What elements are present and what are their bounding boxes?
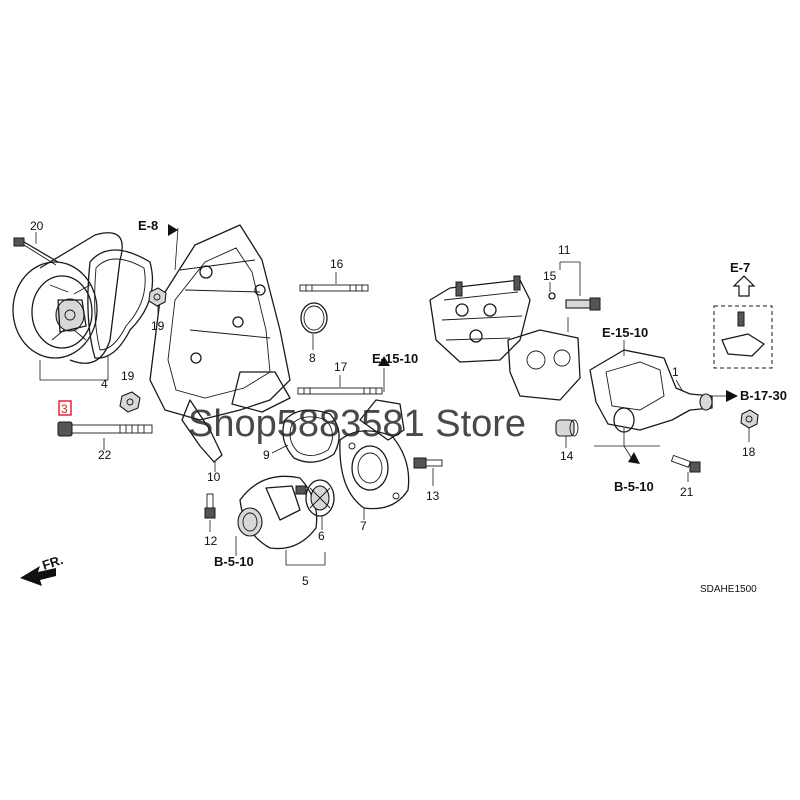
ref-b1730: B-17-30 [740, 388, 787, 403]
e7-detail-box [713, 305, 773, 369]
part-label-12: 12 [204, 534, 218, 548]
part-label-6: 6 [318, 529, 325, 543]
bolt-21 [670, 454, 701, 473]
highlight-box-3 [58, 400, 72, 416]
part-label-21: 21 [680, 485, 694, 499]
stud-16 [299, 284, 369, 292]
part-label-18: 18 [742, 445, 756, 459]
ref-e8: E-8 [138, 218, 158, 233]
part-label-13: 13 [426, 489, 440, 503]
sensor-11 [565, 297, 601, 311]
head-cover [429, 275, 531, 363]
bolt-22 [57, 421, 153, 437]
part-label-22: 22 [98, 448, 112, 462]
part-label-10: 10 [207, 470, 221, 484]
ref-b510-left: B-5-10 [214, 554, 254, 569]
nut-19-upper [148, 287, 167, 307]
part-label-4: 4 [101, 377, 108, 391]
diagram-code: SDAHE1500 [700, 584, 757, 595]
part-label-5: 5 [302, 574, 309, 588]
e1510-left-arrow-icon [378, 356, 390, 366]
ref-e1510-right: E-15-10 [602, 325, 648, 340]
part-label-16: 16 [330, 257, 344, 271]
part-label-19-left: 19 [121, 369, 135, 383]
part-label-19-upper: 19 [151, 319, 165, 333]
part-label-17: 17 [334, 360, 348, 374]
part-label-14: 14 [560, 449, 574, 463]
gasket-9 [282, 409, 340, 463]
collar-14 [555, 419, 579, 437]
bolt-13 [413, 457, 443, 469]
part-label-20: 20 [30, 219, 44, 233]
part-label-8: 8 [309, 351, 316, 365]
b1730-arrow-icon [726, 390, 738, 402]
bracket-10 [181, 399, 223, 463]
ref-e1510-left: E-15-10 [372, 351, 418, 366]
part-label-3: 3 [61, 402, 68, 416]
thermostat-cover [237, 475, 318, 550]
bolt-12 [204, 493, 216, 519]
stud-17 [297, 387, 383, 395]
ref-e7: E-7 [730, 260, 750, 275]
part-label-9: 9 [263, 448, 270, 462]
bolt-20 [13, 237, 59, 266]
mid-gasket [507, 329, 581, 401]
e7-arrow-icon [732, 275, 756, 297]
engine-bracket [149, 224, 291, 421]
nut-19-left [119, 391, 141, 413]
front-label: FR. [40, 552, 65, 573]
part-label-1: 1 [672, 365, 679, 379]
water-outlet-1 [589, 349, 713, 433]
part-label-11: 11 [558, 243, 571, 257]
thermostat-6 [305, 479, 335, 517]
o-ring-8 [300, 302, 328, 334]
water-pump [12, 232, 123, 364]
e8-arrow-icon [168, 224, 178, 236]
pump-gasket [87, 249, 154, 359]
nut-18 [740, 409, 759, 429]
part-label-15: 15 [543, 269, 557, 283]
ref-b510-right: B-5-10 [614, 479, 654, 494]
store-watermark: Shop5883581 Store [188, 403, 526, 445]
part-label-7: 7 [360, 519, 367, 533]
front-arrow-icon [20, 566, 56, 586]
